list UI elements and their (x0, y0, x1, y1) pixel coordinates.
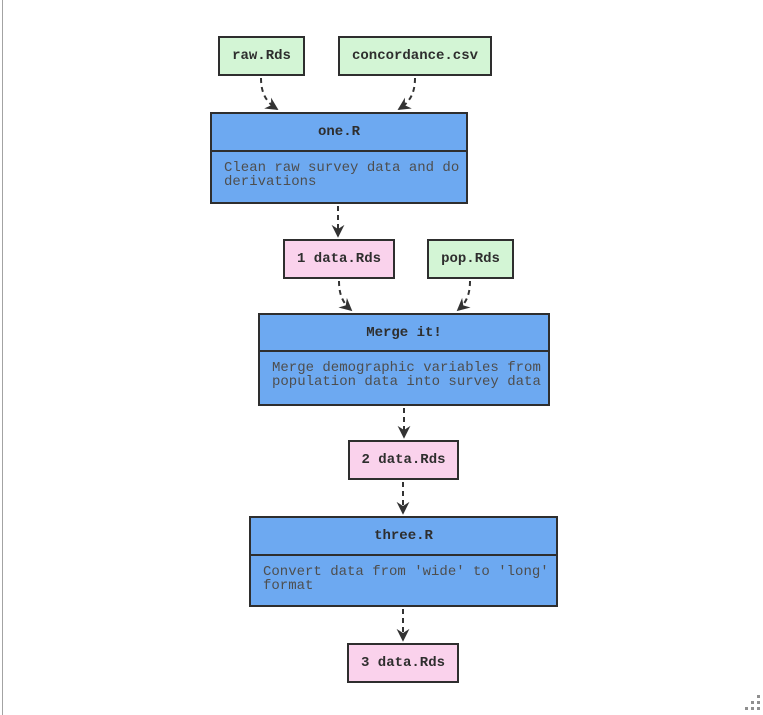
edge-raw-to-one (260, 77, 279, 110)
recipe-description: Clean raw survey data and do derivations (224, 160, 460, 190)
node-three-r: three.R Convert data from 'wide' to 'lon… (249, 516, 558, 607)
node-label: 2 data.Rds (361, 452, 446, 468)
pane-left-border (2, 0, 3, 715)
recipe-title: Merge it! (260, 315, 548, 352)
node-label: 1 data.Rds (296, 251, 381, 267)
node-label: 3 data.Rds (360, 655, 445, 671)
node-one-r: one.R Clean raw survey data and do deriv… (210, 112, 468, 204)
resize-grip-icon[interactable] (744, 694, 762, 712)
edge-data1-to-merge (338, 280, 353, 312)
recipe-title: one.R (212, 114, 466, 152)
recipe-title: three.R (251, 518, 556, 556)
node-pop-rds: pop.Rds (427, 239, 514, 279)
recipe-description: Convert data from 'wide' to 'long' forma… (263, 564, 549, 594)
node-label: concordance.csv (351, 48, 479, 64)
edge-pop-to-merge (456, 280, 471, 312)
edge-concordance-to-one (397, 77, 416, 110)
node-raw-rds: raw.Rds (218, 36, 305, 76)
node-1-data-rds: 1 data.Rds (283, 239, 395, 279)
node-2-data-rds: 2 data.Rds (348, 440, 459, 480)
recipe-description: Merge demographic variables from populat… (272, 360, 541, 390)
node-label: raw.Rds (232, 48, 291, 64)
node-merge-it: Merge it! Merge demographic variables fr… (258, 313, 550, 406)
node-concordance-csv: concordance.csv (338, 36, 492, 76)
node-label: pop.Rds (441, 251, 500, 267)
node-3-data-rds: 3 data.Rds (347, 643, 459, 683)
